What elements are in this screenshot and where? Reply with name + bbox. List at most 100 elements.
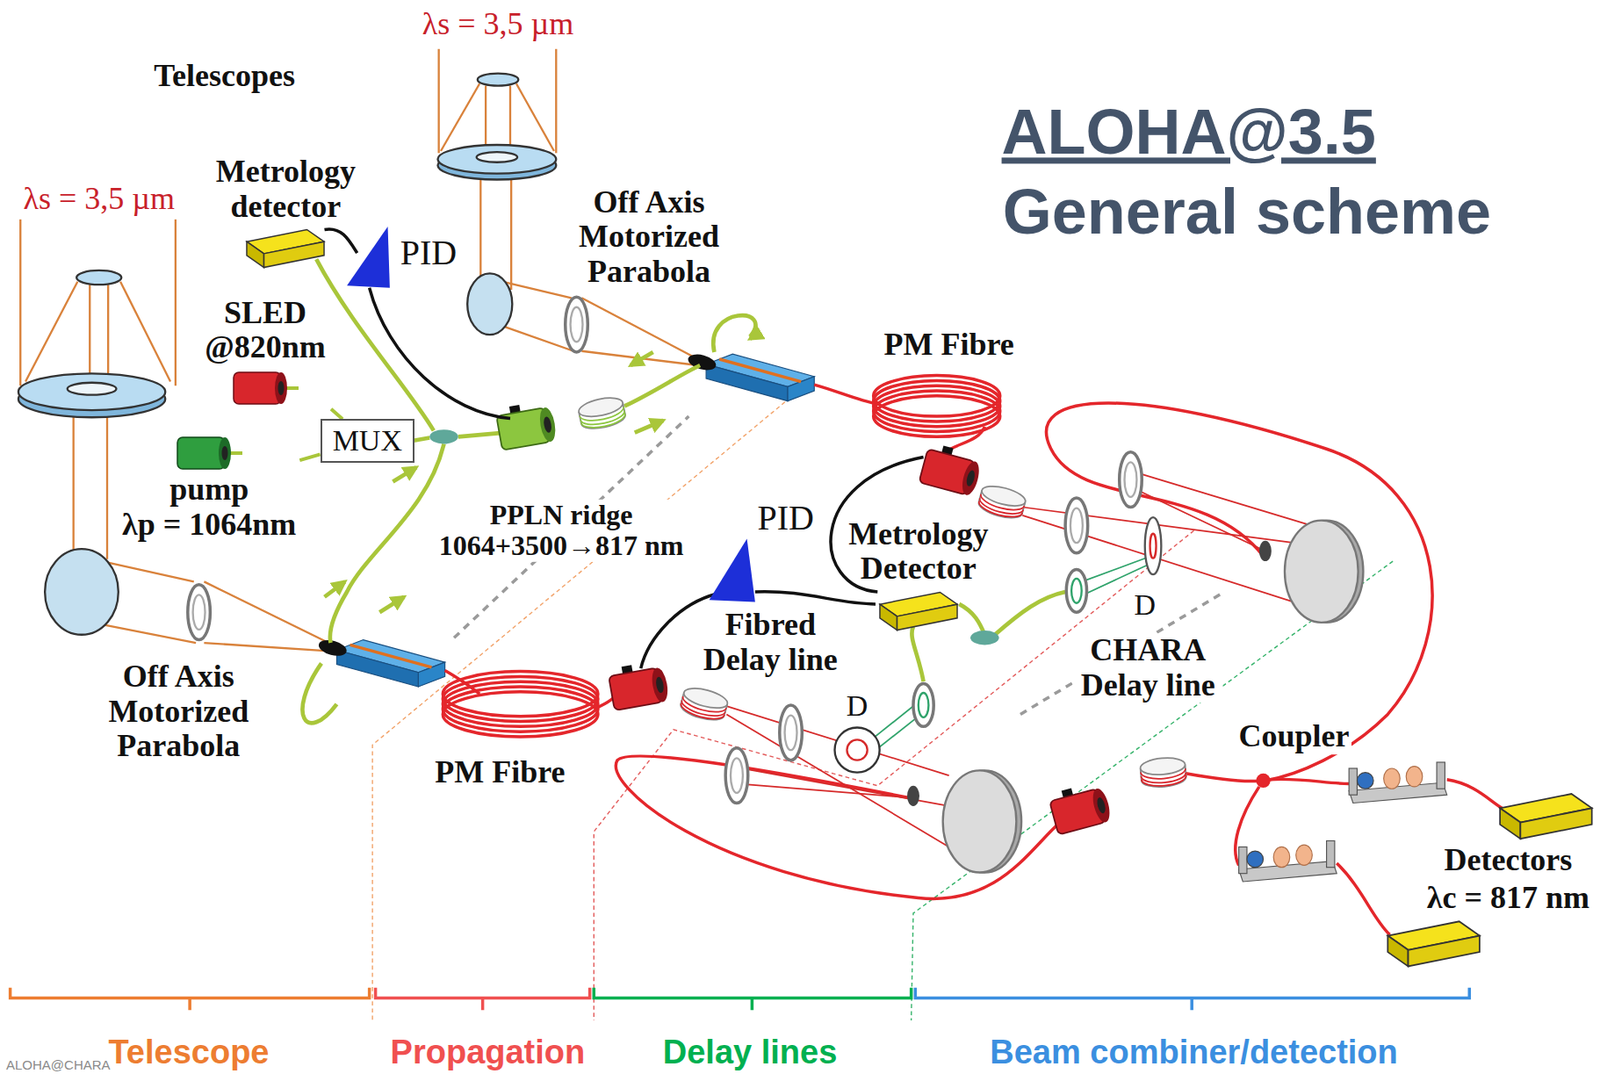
laser-source xyxy=(218,437,231,469)
telescope-mirror xyxy=(437,73,556,335)
part-label: Fibred Delay line xyxy=(695,607,846,678)
metrology-fibre xyxy=(302,259,1066,723)
laser-source xyxy=(274,372,288,404)
section-label: Telescope xyxy=(105,1034,272,1072)
pm-fibre xyxy=(946,426,985,452)
detector-box xyxy=(264,242,325,268)
pm-fibre xyxy=(1447,779,1503,809)
signal-arrow xyxy=(324,581,346,597)
detector-box xyxy=(246,242,265,268)
small-mirror xyxy=(907,785,920,807)
telescope-beam xyxy=(484,86,487,154)
telescope-beam xyxy=(510,169,512,290)
illustration xyxy=(565,296,589,353)
illustration xyxy=(607,659,671,711)
section-divider xyxy=(911,561,1393,1021)
illustration xyxy=(187,584,211,641)
telescope-mirror xyxy=(467,273,512,335)
dichroic-plate xyxy=(846,739,867,760)
telescope-beam xyxy=(516,83,555,152)
detector-box xyxy=(879,604,898,630)
fibre-connector xyxy=(331,409,343,419)
delay-beam xyxy=(726,713,949,847)
detector-box xyxy=(896,604,958,630)
part-label: Off Axis Motorized Parabola xyxy=(96,659,260,764)
wavelength-label: λs = 3,5 µm xyxy=(419,7,577,43)
control-cable xyxy=(324,229,358,253)
telescope-beam xyxy=(101,624,196,643)
optical-axis xyxy=(454,416,1225,714)
sled-source: SLED @820nm xyxy=(189,294,342,410)
part-label: Coupler xyxy=(1235,719,1352,755)
metrology-fibre xyxy=(302,663,337,723)
pm-fibre xyxy=(814,384,878,404)
telescope-mirror xyxy=(76,270,122,285)
telescope-beam xyxy=(203,581,329,643)
pump-laser: pumpλp = 1064nm xyxy=(118,428,300,544)
telescope-beam xyxy=(554,49,557,154)
telescope-beam xyxy=(437,49,440,154)
metrology-beam xyxy=(1076,555,1152,584)
laser-source xyxy=(231,368,299,408)
part-label: PPLN ridge 1064+3500→817 nm xyxy=(433,499,690,562)
telescope-beam xyxy=(504,326,574,352)
metrology-fibre xyxy=(458,432,505,438)
telescope-beam xyxy=(107,284,109,380)
section-bracket xyxy=(915,987,1470,1011)
watermark: ALOHA@CHARA xyxy=(3,1058,114,1074)
telescope-mirror xyxy=(18,373,166,411)
node-text: λp = 1064nm xyxy=(122,507,296,543)
telescope-beam xyxy=(25,281,78,382)
node-text: Metrology detector xyxy=(209,154,363,224)
small-mirror xyxy=(1259,540,1272,562)
section-divider xyxy=(372,392,796,1021)
telescope-beam xyxy=(581,351,698,366)
metrology-fibre xyxy=(958,604,985,635)
controller-label: PID xyxy=(397,233,460,273)
diagram-subtitle: General scheme xyxy=(1000,177,1494,247)
telescope-beam xyxy=(20,219,329,652)
metrology-fibre xyxy=(713,315,756,353)
metrology-detector: Metrology detector xyxy=(205,152,367,272)
illustration xyxy=(576,394,628,432)
signal-arrow xyxy=(324,332,761,613)
laser-source xyxy=(278,381,285,396)
laser-source xyxy=(233,372,282,404)
optical-axis xyxy=(1020,591,1225,714)
node-text: pump xyxy=(169,472,249,508)
pm-fibre xyxy=(442,686,599,732)
node-text: MUX xyxy=(332,424,403,457)
laser-source xyxy=(222,446,229,461)
signal-arrow xyxy=(634,420,664,433)
section-bracket xyxy=(593,987,911,1011)
part-label: Off Axis Motorized Parabola xyxy=(567,184,731,289)
section-bracket xyxy=(10,987,1471,1011)
telescope-mirror xyxy=(44,548,119,635)
telescope-beam xyxy=(581,297,698,360)
pm-fibre xyxy=(442,691,599,737)
illustration xyxy=(1139,756,1188,789)
signal-arrow xyxy=(630,352,654,366)
dichroic-plate xyxy=(1150,533,1157,559)
section-divider xyxy=(372,392,1393,1021)
illustration xyxy=(10,49,1593,1021)
illustration xyxy=(779,705,803,761)
pm-fibre xyxy=(1336,863,1390,935)
telescope-beam xyxy=(88,284,91,380)
control-cable xyxy=(369,288,511,419)
metrology-fibre xyxy=(411,437,430,440)
telescope-beam xyxy=(509,86,512,154)
telescope-beam xyxy=(203,642,329,651)
illustration xyxy=(1047,779,1113,836)
telescope-mirror xyxy=(67,382,117,396)
illustration xyxy=(495,399,558,451)
section-bracket xyxy=(10,987,370,1011)
pm-fibre xyxy=(1185,773,1262,782)
telescope-mirror xyxy=(18,270,166,635)
signal-arrow xyxy=(379,597,404,613)
illustration xyxy=(1065,497,1089,554)
pid-controller xyxy=(709,539,756,603)
detector-box xyxy=(878,590,959,633)
illustration xyxy=(1066,569,1087,613)
metrology-fibre xyxy=(911,626,923,682)
